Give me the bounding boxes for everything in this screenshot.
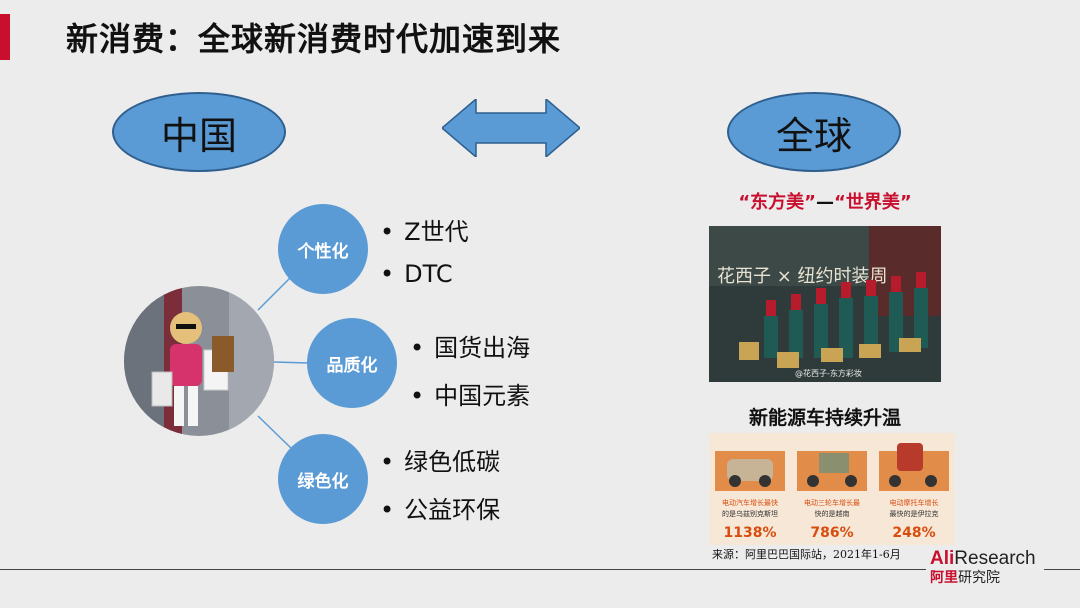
- ev-growth-value: 248%: [892, 525, 935, 541]
- bullet-item: 绿色低碳: [380, 442, 500, 477]
- ev-desc-line2: 的是乌兹别克斯坦: [722, 509, 778, 518]
- photo-watermark: @花西子-东方彩妆: [795, 368, 862, 378]
- ev-heading: 新能源车持续升温: [748, 407, 901, 429]
- category-quality: 品质化: [307, 318, 397, 408]
- ev-desc-line1: 电动摩托车增长: [890, 498, 939, 507]
- brand-caption: 花西子 × 纽约时装周: [717, 266, 888, 287]
- ev-growth-value: 1138%: [724, 525, 777, 541]
- category-label: 品质化: [326, 355, 378, 376]
- bullet-item: 公益环保: [380, 490, 500, 525]
- footer-divider: [1044, 569, 1080, 570]
- region-global-label: 全球: [775, 113, 852, 158]
- bullet-item: 国货出海: [410, 328, 530, 363]
- aliresearch-logo: AliResearch 阿里研究院: [930, 548, 1036, 586]
- footer-divider: [0, 569, 926, 570]
- category-label: 绿色化: [297, 471, 349, 492]
- double-arrow-icon: [442, 99, 580, 157]
- bullet-item: 中国元素: [410, 376, 530, 411]
- title-accent-bar: [0, 14, 10, 60]
- source-note: 来源：阿里巴巴国际站，2021年1-6月: [712, 548, 901, 561]
- lipstick-photo: 花西子 × 纽约时装周 @花西子-东方彩妆: [709, 226, 941, 382]
- bullet-item: DTC: [380, 260, 453, 288]
- region-china-bubble: 中国: [112, 92, 286, 172]
- slide-title: 新消费：全球新消费时代加速到来: [66, 20, 562, 58]
- shopper-photo: [124, 286, 274, 436]
- region-global-bubble: 全球: [727, 92, 901, 172]
- ev-desc-line1: 电动三轮车增长最: [804, 498, 860, 507]
- region-china-label: 中国: [160, 113, 237, 158]
- bullet-item: Z世代: [380, 212, 468, 247]
- category-label: 个性化: [297, 241, 349, 262]
- category-personalization: 个性化: [278, 204, 368, 294]
- ev-desc-line2: 快的是越南: [815, 509, 850, 518]
- beauty-heading: “东方美”—“世界美”: [738, 192, 912, 213]
- ev-growth-value: 786%: [810, 525, 853, 541]
- category-green: 绿色化: [278, 434, 368, 524]
- ev-growth-panel: 电动汽车增长最快 的是乌兹别克斯坦 1138% 电动三轮车增长最 快的是越南 7…: [709, 433, 955, 545]
- ev-desc-line2: 最快的是伊拉克: [890, 509, 939, 518]
- ev-desc-line1: 电动汽车增长最快: [722, 498, 778, 507]
